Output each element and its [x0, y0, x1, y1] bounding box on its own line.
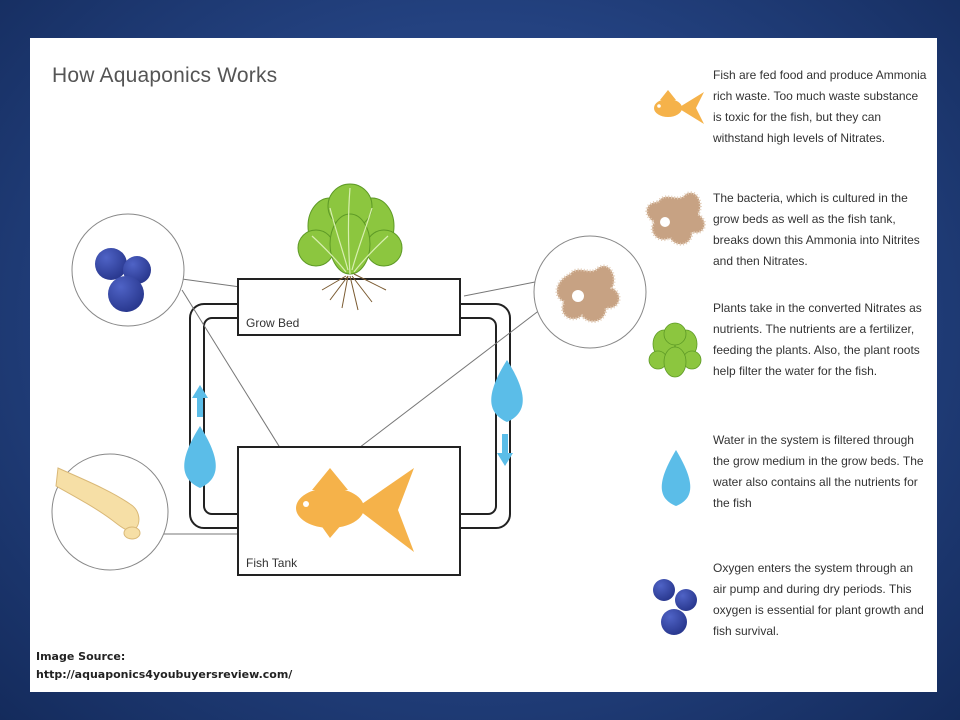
- flow-arrow-up-icon: [192, 385, 208, 417]
- oxygen-bubbles-icon: [95, 248, 151, 312]
- fish-tank-label: Fish Tank: [246, 556, 298, 570]
- grow-bed-label: Grow Bed: [246, 316, 300, 330]
- image-source-label: Image Source:: [36, 650, 126, 663]
- legend-oxygen-bubbles-icon: [653, 579, 697, 635]
- diagram-slide: How Aquaponics Works Grow Bed Fish Tank …: [30, 38, 937, 692]
- legend-bacteria-icon: [645, 191, 707, 246]
- legend-text-fish: Fish are fed food and produce Ammonia ri…: [713, 68, 927, 145]
- water-drop-icon: [184, 426, 216, 488]
- legend-water-drop-icon: [661, 450, 691, 506]
- feeding-hand-icon: [55, 467, 141, 540]
- legend-fish-icon: [654, 90, 704, 124]
- aquaponics-diagram: [51, 90, 707, 635]
- legend-text-water: Water in the system is filtered through …: [713, 433, 924, 510]
- grow-bed-box: [237, 278, 461, 336]
- page-title: How Aquaponics Works: [52, 64, 278, 87]
- legend-text-plant: Plants take in the converted Nitrates as…: [713, 301, 922, 378]
- legend-plant-icon: [648, 322, 702, 378]
- legend-text-bacteria: The bacteria, which is cultured in the g…: [713, 191, 920, 268]
- legend-text-oxygen: Oxygen enters the system through an air …: [713, 561, 924, 638]
- lettuce-plant-icon: [297, 183, 403, 311]
- water-drop-icon: [491, 360, 523, 422]
- goldfish-icon: [296, 468, 414, 552]
- bacteria-icon: [555, 264, 621, 324]
- flow-arrow-down-icon: [497, 434, 513, 466]
- image-source-url: http://aquaponics4youbuyersreview.com/: [36, 668, 293, 681]
